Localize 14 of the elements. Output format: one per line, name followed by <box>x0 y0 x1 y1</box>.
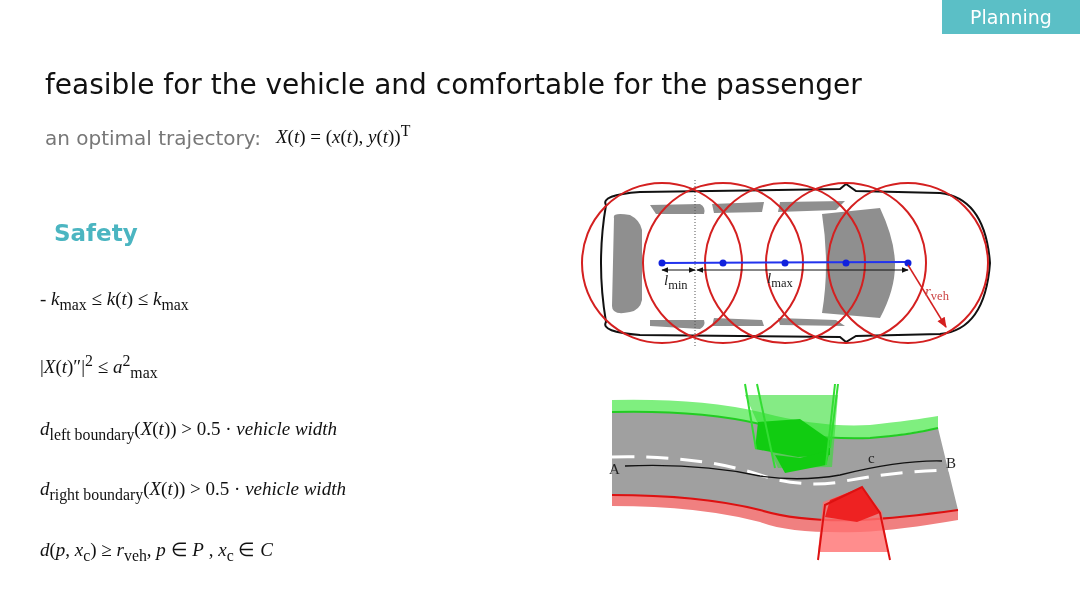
section-tag: Planning <box>942 0 1080 34</box>
section-heading: Safety <box>54 220 138 246</box>
slide-title: feasible for the vehicle and comfortable for the passenger <box>45 68 862 101</box>
formula: d$_{right boundary}$(X(t)) > 0.5 · vehicle width <box>40 478 346 504</box>
formula: - k$_{max}$ ≤ k(t) ≤ k$_{max}$ <box>40 288 189 314</box>
figure-label: l$_{max}$ <box>767 270 793 291</box>
formula: d$_{left boundary}$(X(t)) > 0.5 · vehicle width <box>40 418 338 444</box>
figure-label: l$_{min}$ <box>664 272 688 293</box>
figure-label: c <box>868 450 875 467</box>
figure-label: B <box>946 455 956 472</box>
figure-label: r$_{veh}$ <box>925 283 949 304</box>
subtitle: an optimal trajectory: <box>45 126 261 150</box>
formula: X(t) = (x(t), y(t))$^{T}$ <box>276 122 411 149</box>
formula: d(p, x$_{c}$) ≥ r$_{veh}$, p ∈ P , x$_{c}$ ∈ C <box>40 538 273 565</box>
